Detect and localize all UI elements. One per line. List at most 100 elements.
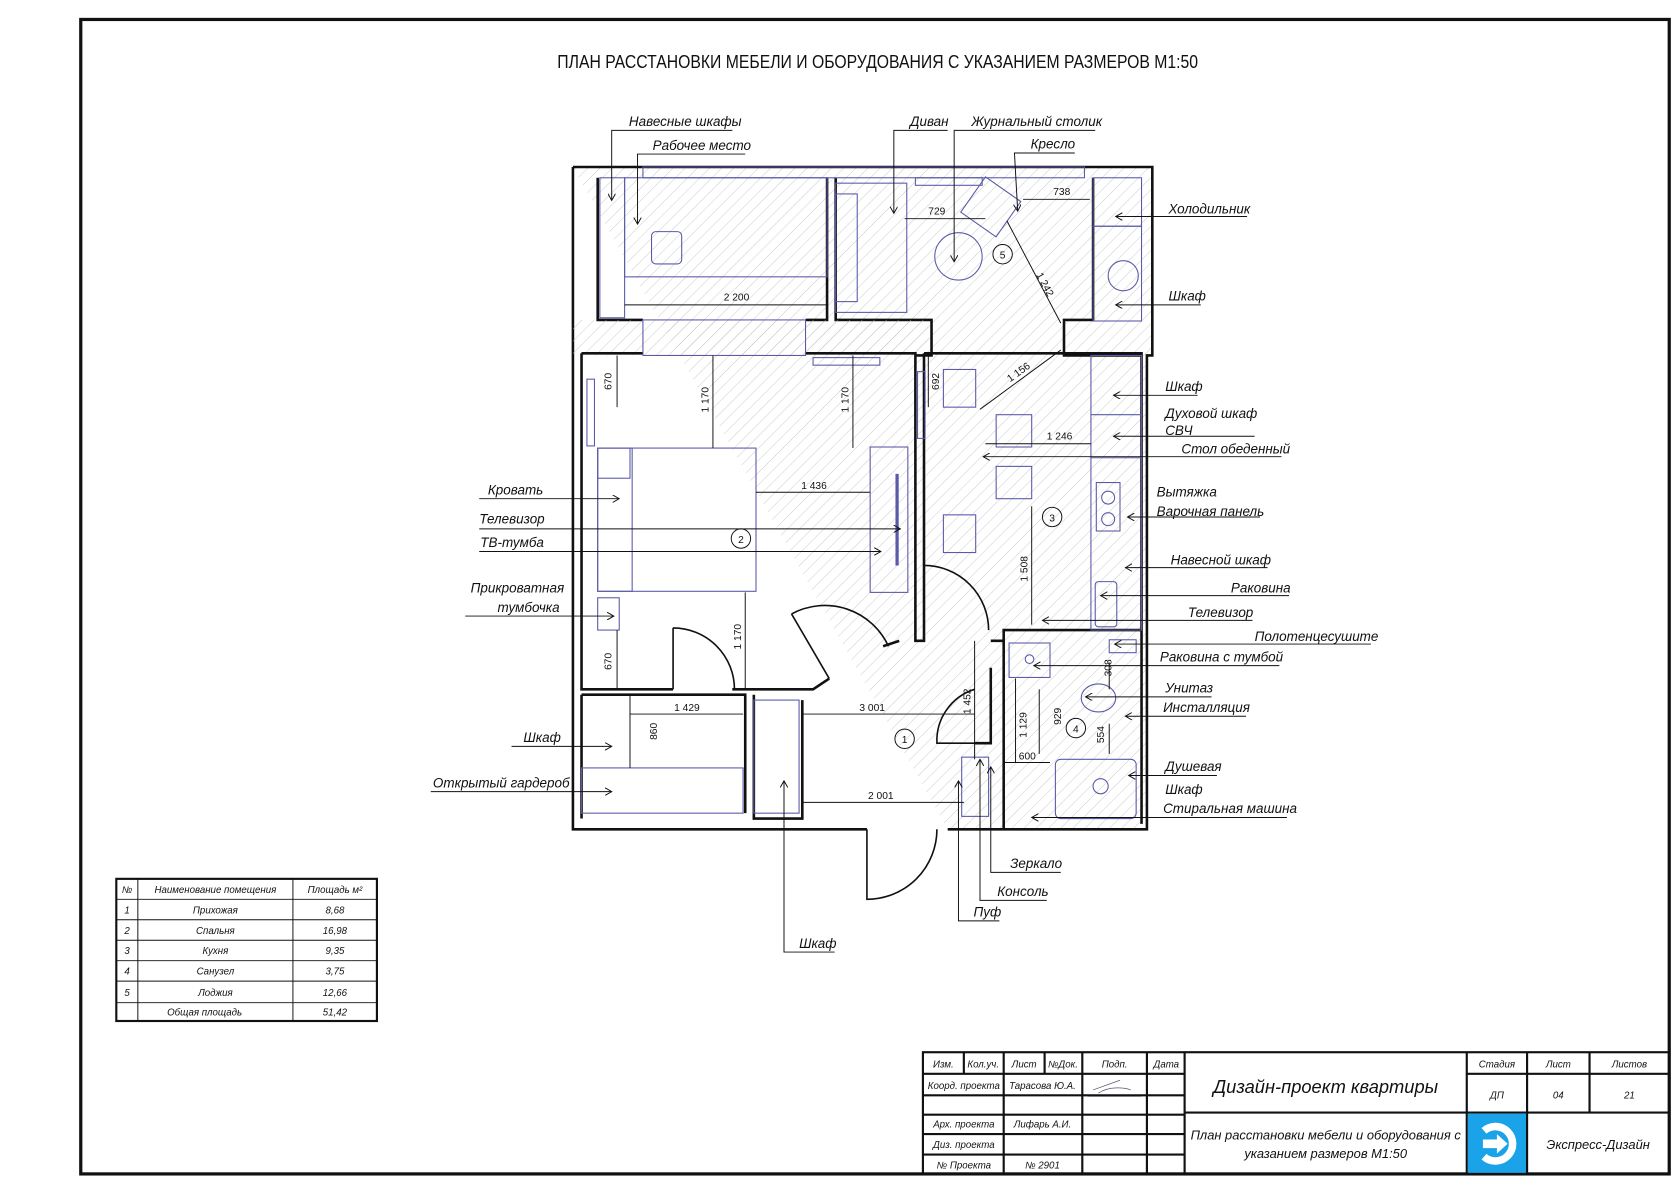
- tb-project-title: Дизайн-проект квартиры: [1211, 1076, 1438, 1097]
- dim-2001: 2 001: [868, 791, 894, 802]
- shower: [1054, 758, 1137, 820]
- dim-860: 860: [649, 723, 660, 740]
- kitchen-sink: [1094, 581, 1118, 628]
- room-5: 5: [1000, 251, 1006, 262]
- label-tv-stand: ТВ-тумба: [480, 535, 544, 550]
- dim-1452: 1 452: [962, 688, 973, 714]
- towel-dryer: [1108, 639, 1137, 654]
- dim-1170-a: 1 170: [701, 387, 712, 413]
- table-header-area: Площадь м²: [308, 885, 363, 896]
- label-wall-cabinet: Навесной шкаф: [1171, 552, 1271, 567]
- chair-1: [942, 368, 977, 408]
- label-tv-kitchen: Телевизор: [1188, 605, 1254, 620]
- label-microwave: СВЧ: [1165, 423, 1193, 438]
- area-table: № Наименование помещения Площадь м² 1 Пр…: [115, 877, 378, 1023]
- label-nightstand-2: тумбочка: [498, 600, 561, 615]
- label-cabinet-hall: Шкаф: [799, 936, 836, 951]
- tb-company: Экспресс-Дизайн: [1546, 1137, 1649, 1152]
- furniture: [581, 166, 1143, 820]
- cell-name: Лоджия: [197, 988, 233, 999]
- label-hood: Вытяжка: [1157, 485, 1218, 500]
- tb-header-koluch: Кол.уч.: [967, 1059, 999, 1070]
- dimension-lines: [616, 198, 1110, 803]
- cell-no: 1: [124, 905, 129, 916]
- tv-stand: [869, 446, 909, 593]
- label-bed: Кровать: [488, 482, 543, 497]
- dim-1436: 1 436: [801, 481, 827, 492]
- label-nightstand-1: Прикроватная: [471, 580, 565, 595]
- callout-labels: Навесные шкафы Рабочее место Диван Журна…: [433, 114, 1378, 951]
- tb-project-no: № 2901: [1025, 1161, 1060, 1172]
- room-1: 1: [902, 735, 908, 746]
- dimension-values: 729 738 1 242 2 200 670 1 170 1 170 692 …: [604, 187, 1115, 802]
- cell-name: Санузел: [197, 967, 235, 978]
- table-header-no: №: [122, 885, 133, 896]
- label-hanging-cabinets: Навесные шкафы: [629, 114, 742, 129]
- armchair: [960, 176, 1022, 238]
- tb-role-project-no: № Проекта: [937, 1161, 992, 1172]
- label-cabinet-bath: Шкаф: [1165, 782, 1202, 797]
- cell-area: 51,42: [323, 1008, 348, 1019]
- vanity-sink: [1008, 642, 1051, 678]
- tb-stage-label: Стадия: [1479, 1059, 1515, 1070]
- cell-area: 3,75: [325, 967, 344, 978]
- cell-name: Прихожая: [193, 905, 238, 916]
- dim-554: 554: [1096, 726, 1107, 743]
- tb-role-design: Диз. проекта: [932, 1140, 995, 1151]
- radiator: [812, 357, 881, 366]
- cell-name: Общая площадь: [167, 1008, 242, 1019]
- chair-4: [942, 514, 977, 554]
- hob: [1095, 481, 1121, 532]
- table-row: 5 Лоджия 12,66: [124, 988, 347, 999]
- table-header-name: Наименование помещения: [154, 885, 276, 896]
- dim-1246: 1 246: [1047, 431, 1073, 442]
- cell-area: 12,66: [323, 988, 348, 999]
- kitchen-units: [1090, 354, 1143, 631]
- dim-2200: 2 200: [724, 293, 750, 304]
- dim-1170-b: 1 170: [841, 387, 852, 413]
- tb-header-list: Лист: [1011, 1059, 1037, 1070]
- company-logo-icon: [1467, 1113, 1526, 1173]
- label-coffee-table: Журнальный столик: [970, 114, 1102, 129]
- table-row: 4 Санузел 3,75: [124, 967, 345, 978]
- nightstand-top: [597, 447, 631, 479]
- label-shower: Душевая: [1163, 759, 1221, 774]
- tb-sheet-title-2: указанием размеров М1:50: [1243, 1146, 1408, 1161]
- tb-sheet-title-1: План расстановки мебели и оборудования с: [1191, 1127, 1462, 1142]
- tb-sheets: 21: [1623, 1091, 1635, 1102]
- label-cabinet-wardrobe: Шкаф: [523, 730, 560, 745]
- dim-1170-c: 1 170: [733, 624, 744, 650]
- table-row-total: Общая площадь 51,42: [167, 1008, 348, 1019]
- dim-929: 929: [1053, 707, 1064, 724]
- room-3: 3: [1049, 513, 1055, 524]
- cell-no: 5: [124, 988, 130, 999]
- dim-3001: 3 001: [859, 703, 885, 714]
- tb-role-arch: Арх. проекта: [932, 1120, 995, 1131]
- sheet-frame: [79, 17, 1671, 1176]
- dim-729: 729: [928, 206, 945, 217]
- table-row: 2 Спальня 16,98: [123, 926, 347, 937]
- label-fridge: Холодильник: [1167, 201, 1250, 216]
- label-towel-dryer: Полотенцесушите: [1255, 629, 1379, 644]
- label-console: Консоль: [997, 884, 1048, 899]
- label-cabinet-loggia: Шкаф: [1168, 289, 1205, 304]
- doors: [672, 564, 990, 901]
- dim-1508: 1 508: [1019, 556, 1030, 582]
- dim-670-bottom: 670: [604, 653, 615, 670]
- nightstand-bottom: [597, 597, 620, 631]
- label-pouf: Пуф: [974, 905, 1002, 920]
- tb-sheet-label: Лист: [1545, 1059, 1571, 1070]
- label-sink: Раковина: [1231, 580, 1291, 595]
- label-washer: Стиральная машина: [1163, 801, 1297, 816]
- cell-name: Спальня: [196, 926, 235, 937]
- wardrobe: [581, 767, 744, 814]
- dim-1429: 1 429: [674, 703, 700, 714]
- tb-name-coord: Тарасова Ю.А.: [1009, 1081, 1076, 1092]
- chair-2: [995, 414, 1033, 448]
- label-toilet: Унитаз: [1164, 681, 1213, 696]
- cell-area: 8,68: [325, 905, 344, 916]
- cell-area: 16,98: [323, 926, 348, 937]
- table-row: 3 Кухня 9,35: [124, 946, 345, 957]
- cell-no: 4: [124, 967, 130, 978]
